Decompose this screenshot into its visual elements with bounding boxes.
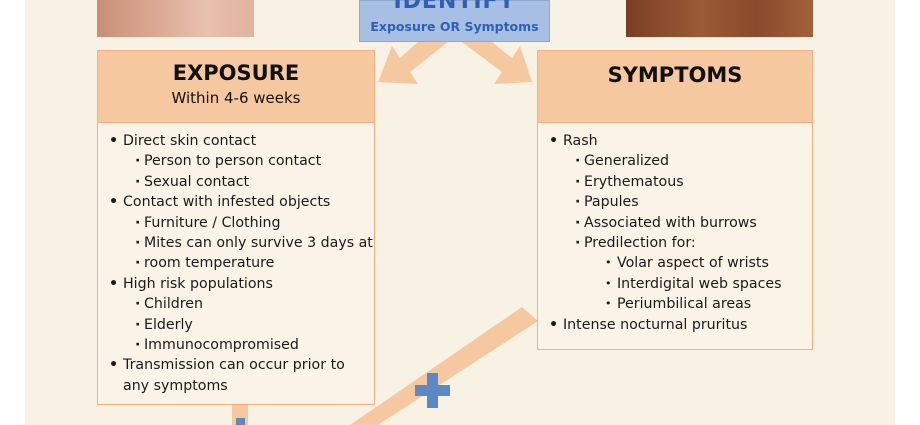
exposure-title: EXPOSURE bbox=[172, 61, 300, 85]
patient-photo-left bbox=[97, 0, 254, 37]
list-subitem: Elderly bbox=[123, 315, 374, 336]
symptoms-header: SYMPTOMS bbox=[538, 51, 812, 123]
list-subitem: Papules bbox=[563, 192, 812, 213]
list-subitem: Generalized bbox=[563, 151, 812, 172]
list-item: Contact with infested objects Furniture … bbox=[109, 192, 374, 274]
exposure-list: Direct skin contact Person to person con… bbox=[98, 123, 374, 396]
symptoms-list: Rash Generalized Erythematous Papules As… bbox=[538, 123, 812, 335]
identify-title: IDENTIFY bbox=[393, 0, 516, 14]
list-item: Direct skin contact Person to person con… bbox=[109, 131, 374, 193]
diagonal-connector bbox=[350, 307, 538, 425]
skin-photo-right bbox=[626, 0, 813, 37]
plus-icon-partial bbox=[236, 418, 245, 425]
list-subitem: Children bbox=[123, 294, 374, 315]
identify-subtitle: Exposure OR Symptoms bbox=[370, 19, 539, 34]
symptoms-box: SYMPTOMS Rash Generalized Erythematous P… bbox=[537, 50, 813, 350]
arrow-left bbox=[378, 42, 448, 84]
list-subitem: Associated with burrows bbox=[563, 213, 812, 234]
list-subitem: Sexual contact bbox=[123, 172, 374, 193]
list-subsubitem: Volar aspect of wrists bbox=[563, 253, 812, 274]
exposure-header: EXPOSURE Within 4-6 weeks bbox=[98, 51, 374, 123]
list-item: High risk populations Children Elderly I… bbox=[109, 274, 374, 356]
plus-icon bbox=[415, 373, 450, 408]
list-item-continuation: any symptoms bbox=[123, 377, 228, 394]
list-subitem-continuation: room temperature bbox=[123, 253, 374, 274]
symptoms-title: SYMPTOMS bbox=[607, 63, 743, 87]
list-item: Rash Generalized Erythematous Papules As… bbox=[549, 131, 812, 315]
identify-box: IDENTIFY Exposure OR Symptoms bbox=[359, 0, 550, 42]
list-subitem: Immunocompromised bbox=[123, 335, 374, 356]
list-subitem: Mites can only survive 3 days at bbox=[123, 233, 374, 254]
arrow-right bbox=[462, 42, 532, 84]
list-subitem: Person to person contact bbox=[123, 151, 374, 172]
list-subitem: Predilection for: bbox=[563, 233, 812, 254]
list-subitem: Erythematous bbox=[563, 172, 812, 193]
exposure-box: EXPOSURE Within 4-6 weeks Direct skin co… bbox=[97, 50, 375, 405]
list-subitem: Furniture / Clothing bbox=[123, 213, 374, 234]
list-item: Intense nocturnal pruritus bbox=[549, 315, 812, 336]
exposure-subtitle: Within 4-6 weeks bbox=[171, 89, 301, 107]
list-subsubitem: Interdigital web spaces bbox=[563, 274, 812, 295]
list-subsubitem: Periumbilical areas bbox=[563, 294, 812, 315]
